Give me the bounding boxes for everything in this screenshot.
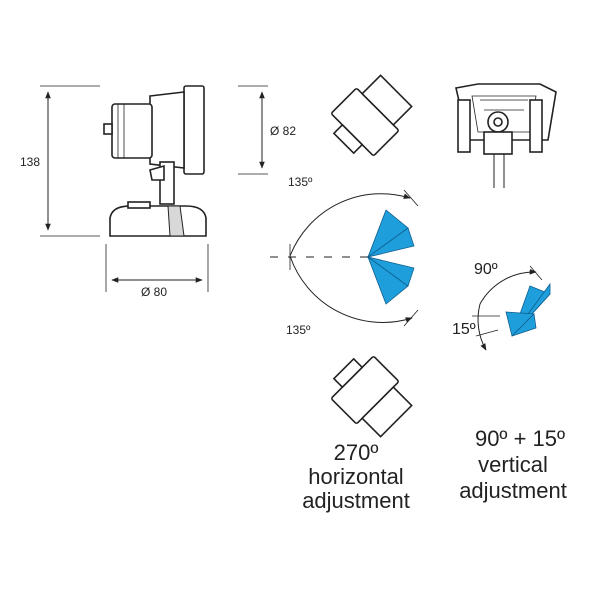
vertical-caption-line2: vertical [478, 452, 548, 477]
vertical-angle-down-label: 15º [452, 321, 476, 338]
horizontal-angle-bottom-label: 135º [286, 323, 311, 337]
vertical-caption-line3: adjustment [459, 478, 567, 503]
height-dimension-label: 138 [20, 155, 40, 169]
horizontal-rotation-diagram [270, 74, 419, 438]
side-view-drawing [40, 85, 268, 292]
front-view-drawing [455, 83, 557, 188]
base-diameter-label: Ø 80 [141, 285, 167, 299]
horizontal-caption-line2: horizontal [308, 464, 403, 489]
lamp-diameter-label: Ø 82 [270, 124, 296, 138]
vertical-angle-up-label: 90º [474, 261, 498, 278]
vertical-caption-line1: 90º + 15º [475, 426, 565, 451]
horizontal-angle-top-label: 135º [288, 175, 313, 189]
horizontal-caption-line1: 270º [334, 440, 379, 465]
horizontal-caption-line3: adjustment [302, 488, 410, 513]
vertical-rotation-diagram [472, 265, 551, 351]
